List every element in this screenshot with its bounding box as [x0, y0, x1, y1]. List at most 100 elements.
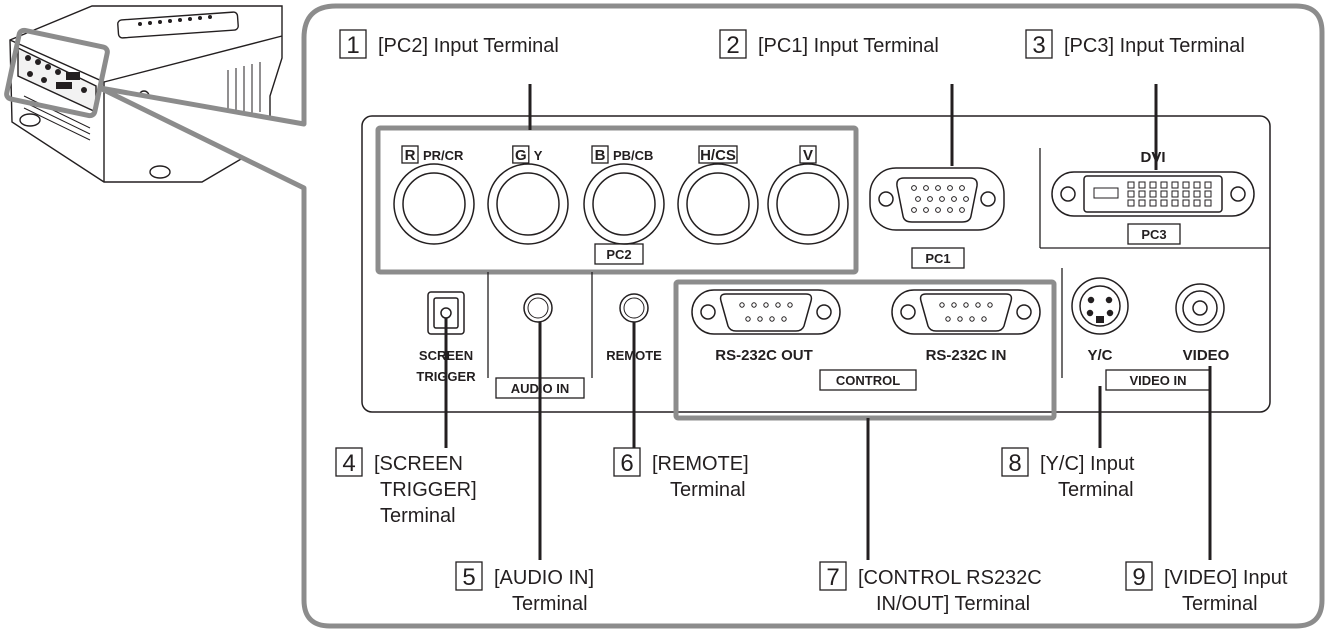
video-label: VIDEO [1183, 347, 1230, 364]
pc2-port-letter-4: V [803, 147, 813, 164]
control-label: CONTROL [836, 373, 900, 388]
dvi-pin [1149, 181, 1157, 189]
callout-number: 8 [1008, 450, 1021, 477]
callout-number-box [613, 447, 641, 477]
callout-3: 3[PC3] Input Terminal [1025, 29, 1245, 59]
pc2-port-letter-box-1 [512, 145, 530, 164]
dvi-pin [1193, 190, 1201, 198]
pc1-vga-connector[interactable] [869, 167, 1005, 231]
callout-text-line: Terminal [670, 479, 746, 501]
vga-pin [963, 196, 969, 202]
leader-lines [444, 84, 1212, 560]
callout-text-line: [PC2] Input Terminal [378, 35, 559, 57]
vga-pin [915, 196, 921, 202]
callout-number: 9 [1132, 564, 1145, 591]
rs232c-in-label: RS-232C IN [926, 347, 1007, 364]
pc2-label-box: PC2 [594, 243, 644, 265]
callout-text-line: [AUDIO IN] [494, 567, 594, 589]
dvi-pin [1182, 190, 1190, 198]
callout-text-line: Terminal [1058, 479, 1134, 501]
dvi-pin [1204, 199, 1212, 207]
video-rca-jack[interactable] [1175, 283, 1225, 333]
vga-pin [935, 207, 941, 213]
vga-pin [939, 196, 945, 202]
dvi-pin [1204, 181, 1212, 189]
callout-5: 5 [AUDIO IN] Terminal [455, 561, 594, 615]
control-label-box: CONTROL [819, 369, 917, 391]
callout-number-box [335, 447, 363, 477]
pc2-port-letter-3: H/CS [700, 147, 736, 164]
pc3-label-box: PC3 [1127, 223, 1181, 245]
vga-pin [927, 196, 933, 202]
callout-number-box [1025, 29, 1053, 59]
callout-text-line: IN/OUT] Terminal [876, 593, 1030, 615]
callout-number: 5 [462, 564, 475, 591]
callout-6: 6[REMOTE]Terminal [613, 447, 749, 501]
rs232c-in-connector[interactable] [891, 289, 1041, 335]
callout-number: 1 [346, 32, 359, 59]
dvi-pin [1138, 181, 1146, 189]
callout-number-box [1001, 447, 1029, 477]
pc2-port-3[interactable]: H/CS [677, 145, 759, 245]
callout-text-line: [PC3] Input Terminal [1064, 35, 1245, 57]
callout-2: 2[PC1] Input Terminal [719, 29, 939, 59]
vga-pin [923, 207, 929, 213]
screen-trigger-jack[interactable] [427, 291, 465, 335]
thumbnail-highlight [4, 27, 110, 119]
callout-text-line: Terminal [380, 505, 456, 527]
pc3-dvi-connector[interactable] [1051, 171, 1255, 217]
dvi-label: DVI [1140, 149, 1165, 166]
pc2-group-box [375, 125, 859, 275]
callout-text-line: Terminal [1182, 593, 1258, 615]
dvi-pin [1193, 199, 1201, 207]
dvi-pin [1127, 181, 1135, 189]
callout-text-line: TRIGGER] [380, 479, 477, 501]
dvi-pin [1171, 199, 1179, 207]
rs232c-out-label: RS-232C OUT [715, 347, 813, 364]
dvi-pin [1204, 190, 1212, 198]
callout-4: 4 [SCREEN TRIGGER] Terminal [335, 447, 477, 527]
callout-text-line: [SCREEN [374, 453, 463, 475]
dvi-pin [1138, 190, 1146, 198]
callout-number: 4 [342, 450, 355, 477]
dvi-pin [1160, 190, 1168, 198]
callout-text-line: [PC1] Input Terminal [758, 35, 939, 57]
rs232c-connectors [691, 289, 1041, 335]
dvi-pin [1182, 181, 1190, 189]
callout-text-line: [REMOTE] [652, 453, 749, 475]
video-in-label: VIDEO IN [1129, 373, 1186, 388]
pc3-label: PC3 [1141, 227, 1166, 242]
vga-pin [911, 207, 917, 213]
yc-svideo-jack[interactable] [1071, 277, 1129, 335]
vga-pin [911, 185, 917, 191]
callout-1: 1 [PC2] Input Terminal [339, 29, 559, 59]
pc2-port-4[interactable]: V [767, 145, 849, 245]
callout-text-line: Terminal [512, 593, 588, 615]
callout-number-box [455, 561, 483, 591]
yc-label: Y/C [1087, 347, 1112, 364]
rs232c-out-connector[interactable] [691, 289, 841, 335]
pc2-port-letter-0: R [405, 147, 416, 164]
callout-number-box [719, 29, 747, 59]
dvi-pin [1127, 190, 1135, 198]
dvi-pin [1160, 181, 1168, 189]
control-group-box [673, 279, 1057, 421]
pc2-port-letter-1: G [515, 147, 527, 164]
callout-number-box [819, 561, 847, 591]
pc2-port-letter-box-4 [799, 145, 817, 164]
pc2-port-text-2: PB/CB [613, 148, 653, 163]
dvi-pin [1171, 181, 1179, 189]
dvi-pin [1138, 199, 1146, 207]
pc1-label-box: PC1 [911, 247, 965, 269]
callouts: 1 [PC2] Input Terminal 2[PC1] Input Termin… [335, 29, 1288, 615]
vga-pin [935, 185, 941, 191]
pc2-port-letter-box-2 [591, 145, 609, 164]
